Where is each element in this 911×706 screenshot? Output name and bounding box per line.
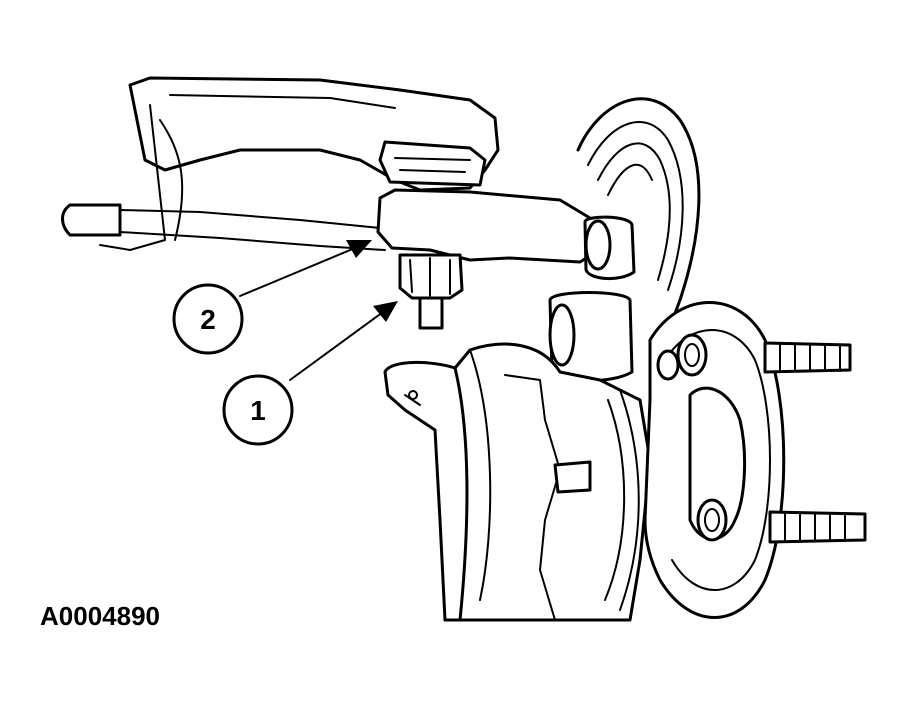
leader-arrow-2 [239,240,372,297]
steering-knuckle [383,342,652,622]
leader-arrow-1 [289,301,398,381]
callout-1: 1 [222,374,294,446]
wheel-stud-lower [696,498,867,544]
dust-shield [576,97,701,382]
figure-id: A0004890 [40,601,160,631]
wheel-hub [643,301,867,619]
ball-joint-nut [398,253,464,330]
callout-2-number: 2 [200,304,216,335]
knuckle-upper [376,188,636,383]
wheel-stud-upper [676,333,852,377]
callout-1-number: 1 [250,395,266,426]
callout-2: 2 [172,283,244,355]
